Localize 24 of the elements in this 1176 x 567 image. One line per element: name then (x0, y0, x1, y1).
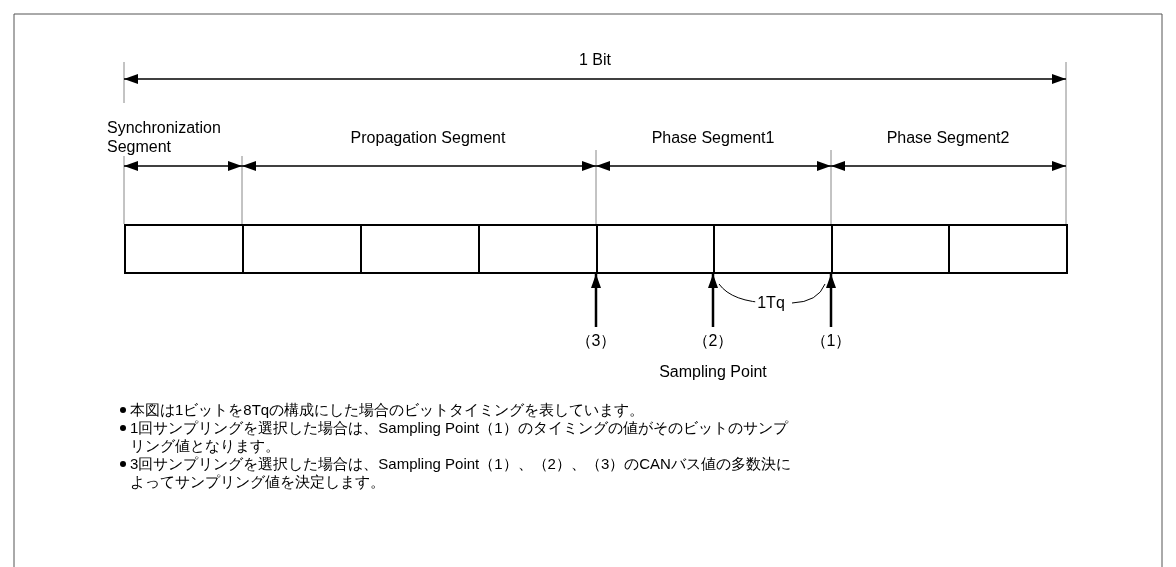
note-text: 3回サンプリングを選択した場合は、Sampling Point（1）、（2）、（3）のCANバス値の多数決によってサンプリング値を決定します。 (130, 455, 792, 491)
caption-label: Sampling Point (659, 362, 767, 381)
time-quantum-cell (713, 224, 833, 274)
note-text: 1回サンプリングを選択した場合は、Sampling Point（1）のタイミングの値がそのビットのサンプリング値となります。 (130, 419, 790, 455)
arrow (826, 274, 836, 327)
time-quantum-cell (242, 224, 362, 274)
time-quantum-cell (948, 224, 1068, 274)
dimension-label: 1 Bit (579, 50, 611, 69)
time-quantum-cell (360, 224, 480, 274)
sampling-point-label: （1） (810, 331, 852, 350)
segment-label: Phase Segment1 (651, 128, 775, 147)
time-quantum-cell (124, 224, 244, 274)
arrow (708, 274, 718, 327)
sampling-point-label: （2） (692, 331, 734, 350)
dimension-label: 1Tq (755, 293, 787, 312)
note-text: 本図は1ビットを8Tqの構成にした場合のビットタイミングを表しています。 (130, 401, 646, 419)
time-quantum-cell (596, 224, 715, 274)
segment-label: Propagation Segment (350, 128, 506, 147)
segment-label: Synchronization Segment (107, 118, 222, 156)
sampling-point-label: （3） (575, 331, 617, 350)
time-quantum-cell (478, 224, 598, 274)
segment-label: Phase Segment2 (886, 128, 1010, 147)
time-quantum-cell (831, 224, 950, 274)
arrow (591, 274, 601, 327)
